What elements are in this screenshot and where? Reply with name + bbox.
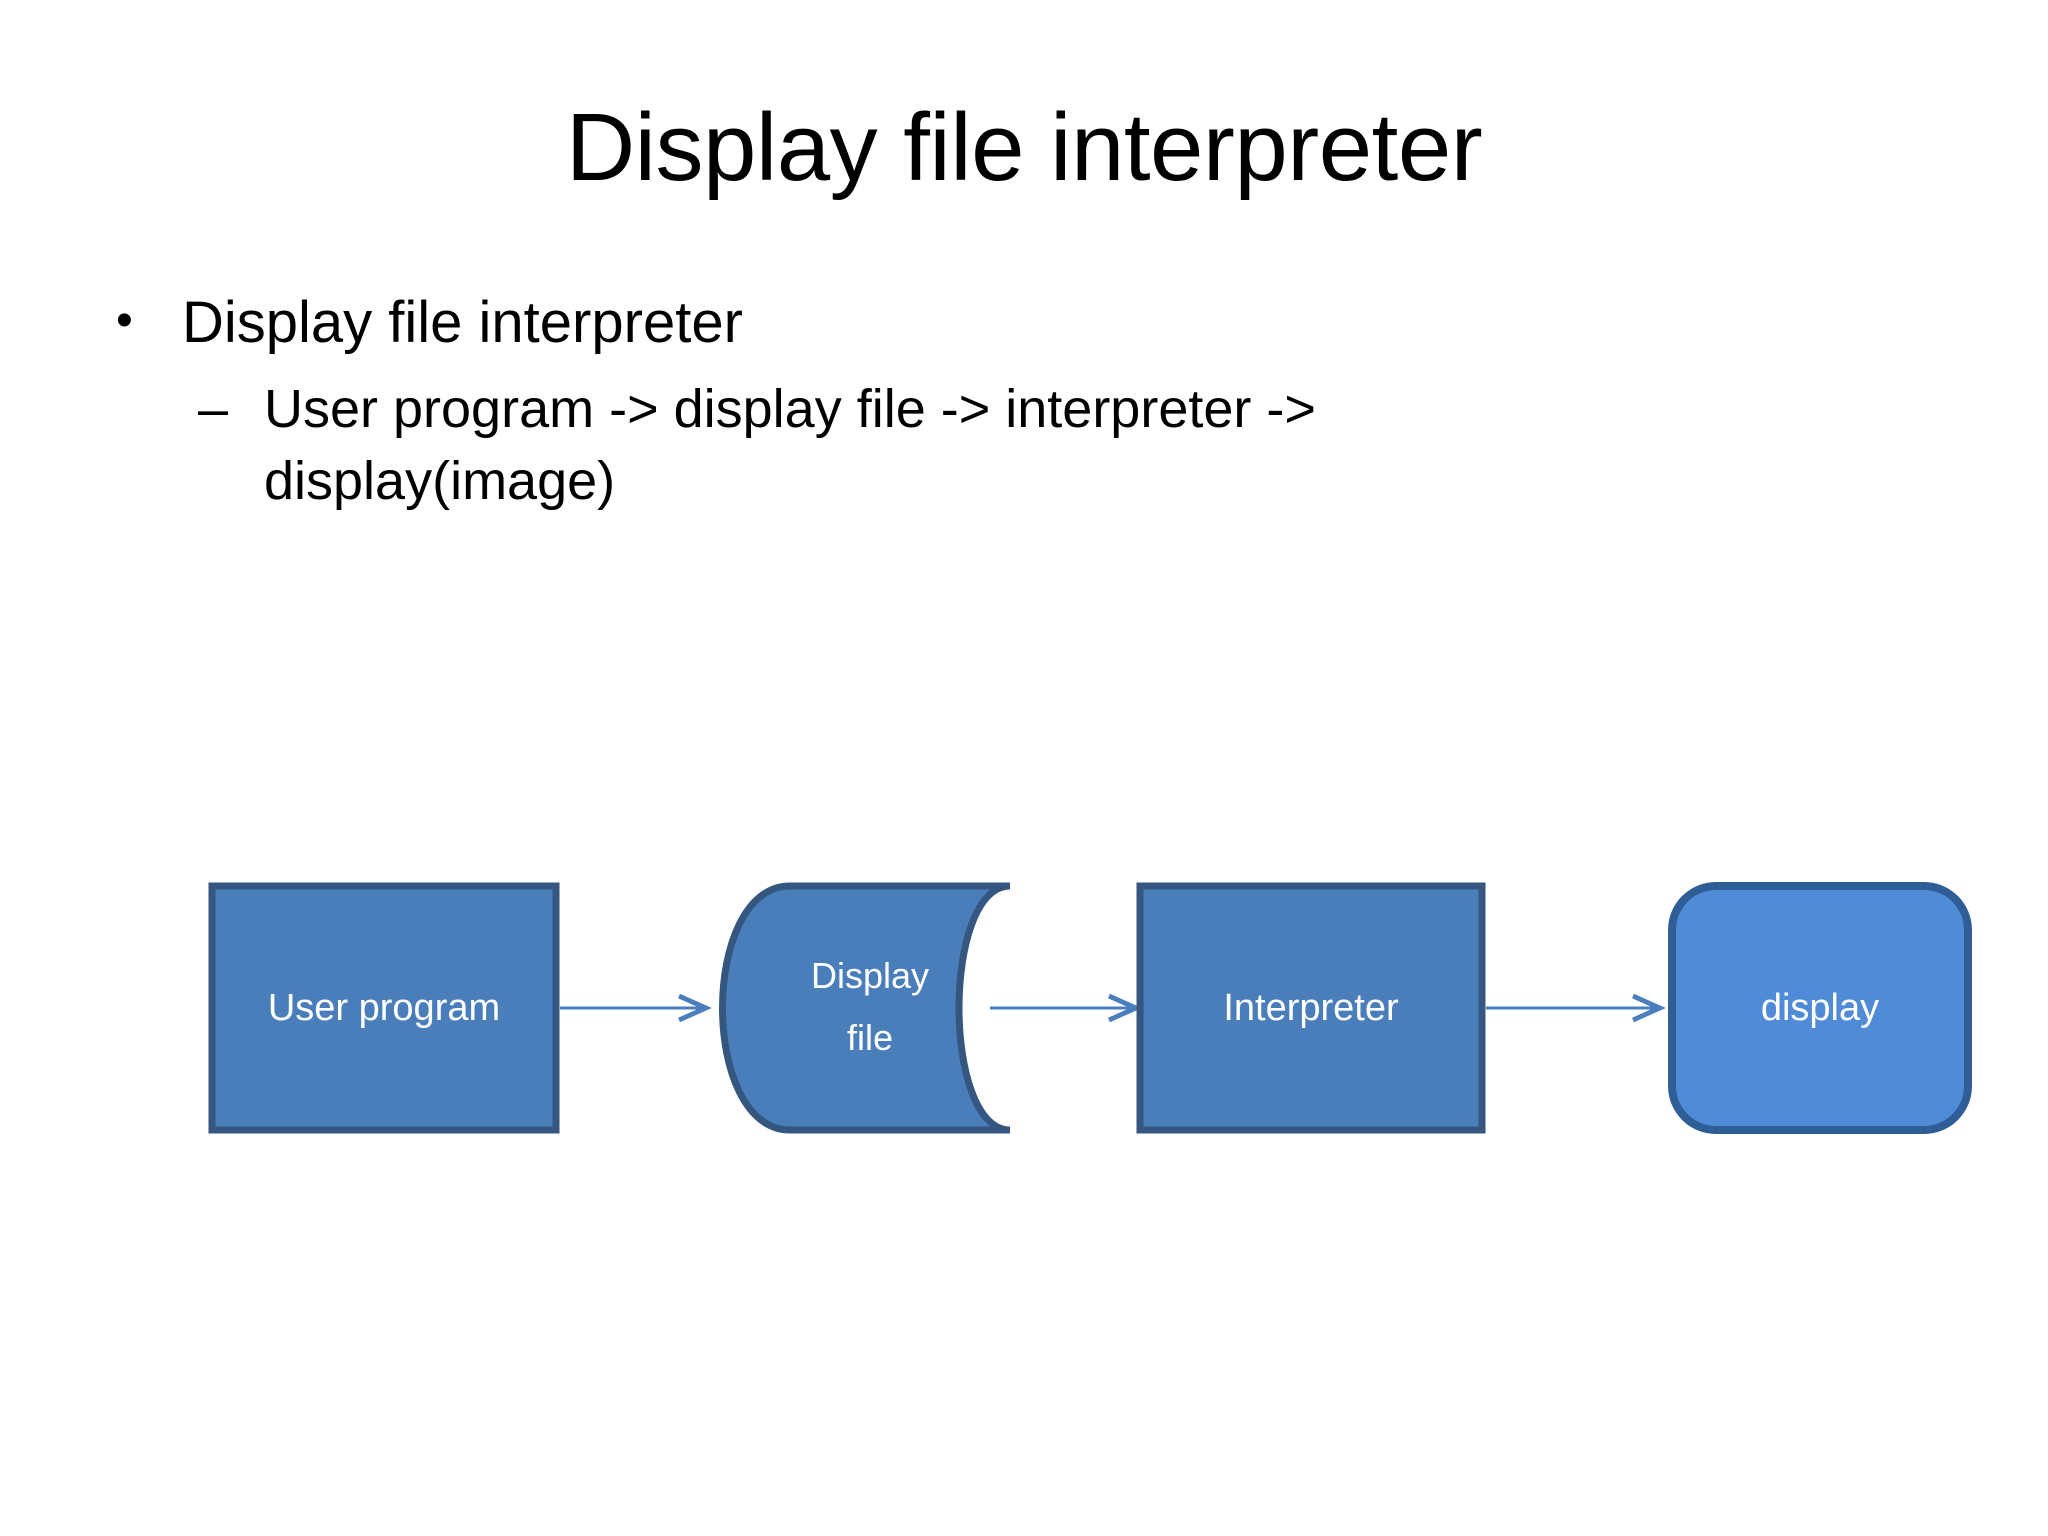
- dash-marker-icon: –: [198, 378, 229, 439]
- diagram-node-display-file[interactable]: Display file: [719, 882, 1011, 1134]
- display-file-label-line2: file: [847, 1017, 893, 1058]
- page-title: Display file interpreter: [565, 94, 1483, 201]
- display-shape: [1668, 882, 1972, 1134]
- flow-diagram-svg: User program Display file Interpreter: [208, 882, 1972, 1134]
- bullet-level1: • Display file interpreter: [110, 288, 1870, 359]
- interpreter-shape: [1136, 882, 1486, 1134]
- display-label: display: [1761, 987, 1879, 1029]
- diagram-node-user-program[interactable]: User program: [208, 882, 560, 1134]
- flow-diagram: User program Display file Interpreter: [0, 860, 2048, 1180]
- display-file-label-line1: Display: [811, 955, 929, 996]
- display-file-shape: [719, 882, 1011, 1134]
- interpreter-label: Interpreter: [1223, 987, 1399, 1029]
- diagram-node-interpreter[interactable]: Interpreter: [1136, 882, 1486, 1134]
- bullet-level2-text: User program -> display file -> interpre…: [264, 378, 1316, 512]
- bullet-level2: – User program -> display file -> interp…: [198, 373, 1664, 518]
- diagram-node-display[interactable]: display: [1668, 882, 1972, 1134]
- user-program-label: User program: [268, 987, 500, 1029]
- bullet-marker-icon: •: [116, 294, 133, 347]
- body-content: • Display file interpreter – User progra…: [110, 288, 1870, 517]
- bullet-level1-text: Display file interpreter: [182, 290, 743, 355]
- user-program-shape: [208, 882, 560, 1134]
